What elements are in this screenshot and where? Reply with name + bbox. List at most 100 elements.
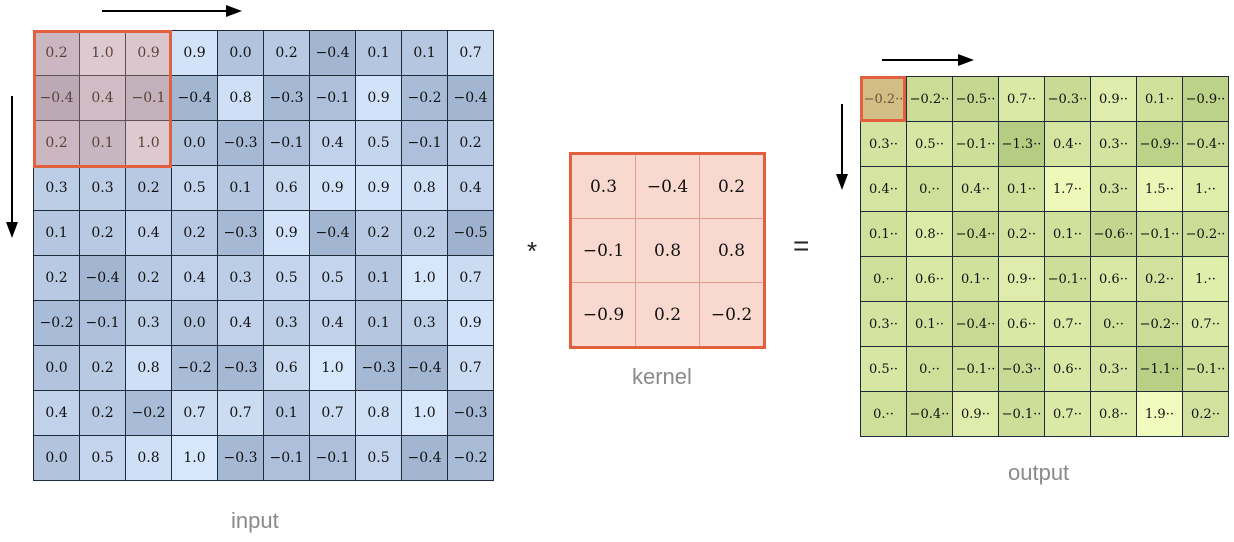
output-cell: 0.1·· [1044, 211, 1091, 257]
input-cell: 0.0 [171, 120, 218, 166]
output-cell: 0.4·· [952, 166, 999, 212]
output-cell: −1.3·· [998, 121, 1045, 167]
input-cell: −0.3 [447, 390, 494, 436]
input-cell: −0.2 [125, 390, 172, 436]
output-cell: 0.2·· [998, 211, 1045, 257]
output-cell: 0.1·· [952, 256, 999, 302]
input-cell: 0.4 [171, 255, 218, 301]
output-cell: −0.2·· [906, 76, 953, 122]
kernel-label: kernel [632, 364, 692, 389]
input-cell: −0.4 [309, 210, 356, 256]
input-cell: 0.7 [447, 255, 494, 301]
input-cell: −0.3 [355, 345, 402, 391]
output-row: 0.3··0.1··−0.4··0.6··0.7··0.··−0.2··0.7·… [860, 301, 1229, 347]
input-cell: 0.2 [447, 120, 494, 166]
input-cell: 0.1 [217, 165, 264, 211]
input-cell: −0.3 [217, 120, 264, 166]
input-cell: 0.2 [263, 30, 310, 76]
kernel-cell: 0.2 [635, 282, 700, 348]
input-cell: 0.9 [355, 75, 402, 121]
input-cell: 0.7 [447, 30, 494, 76]
output-cell: 0.5·· [906, 121, 953, 167]
input-cell: 0.5 [309, 255, 356, 301]
input-cell: 0.2 [79, 390, 126, 436]
output-cell: 0.6·· [1090, 256, 1137, 302]
input-cell: −0.1 [309, 75, 356, 121]
output-cell: 0.·· [860, 256, 907, 302]
input-cell: 0.0 [33, 435, 80, 481]
input-cell: −0.1 [79, 300, 126, 346]
output-cell: 0.6·· [998, 301, 1045, 347]
output-cell: −0.4·· [906, 391, 953, 437]
input-cell: 0.5 [355, 435, 402, 481]
input-cell: 0.6 [263, 165, 310, 211]
input-cell: 0.2 [33, 30, 80, 76]
input-cell: −0.2 [33, 300, 80, 346]
input-cell: 0.2 [33, 120, 80, 166]
kernel-cell: −0.2 [699, 282, 765, 348]
input-cell: 0.6 [263, 345, 310, 391]
output-cell: −0.9·· [1136, 121, 1183, 167]
input-cell: 0.8 [217, 75, 264, 121]
arrow-down-icon [836, 104, 848, 190]
input-cell: 0.1 [33, 210, 80, 256]
arrow-right-icon [102, 5, 242, 17]
output-cell: 1.5·· [1136, 166, 1183, 212]
convolution-operator: * [527, 236, 538, 266]
output-cell: −0.2·· [860, 76, 907, 122]
input-cell: 0.7 [309, 390, 356, 436]
output-cell: 0.9·· [1090, 76, 1137, 122]
input-cell: −0.1 [263, 435, 310, 481]
input-cell: −0.4 [401, 345, 448, 391]
input-cell: −0.1 [309, 435, 356, 481]
output-cell: 0.6·· [1044, 346, 1091, 392]
output-row: 0.3··0.5··−0.1··−1.3··0.4··0.3··−0.9··−0… [860, 121, 1229, 167]
output-cell: 0.3·· [860, 121, 907, 167]
output-cell: 0.6·· [906, 256, 953, 302]
output-cell: 0.2·· [1136, 256, 1183, 302]
input-cell: 0.1 [79, 120, 126, 166]
input-cell: −0.1 [401, 120, 448, 166]
input-cell: 0.4 [309, 120, 356, 166]
input-cell: 1.0 [125, 120, 172, 166]
output-cell: 0.8·· [906, 211, 953, 257]
output-row: 0.1··0.8··−0.4··0.2··0.1··−0.6··−0.1··−0… [860, 211, 1229, 257]
input-cell: −0.2 [447, 435, 494, 481]
input-cell: 0.0 [171, 300, 218, 346]
input-cell: 0.9 [171, 30, 218, 76]
output-label: output [1008, 460, 1070, 485]
input-cell: 0.3 [79, 165, 126, 211]
output-row: 0.··0.6··0.1··0.9··−0.1··0.6··0.2··1.·· [860, 256, 1229, 302]
output-cell: 0.3·· [1090, 346, 1137, 392]
input-cell: −0.3 [217, 210, 264, 256]
input-cell: 0.4 [309, 300, 356, 346]
output-cell: 0.3·· [1090, 121, 1137, 167]
input-cell: 0.8 [125, 435, 172, 481]
output-cell: −0.9·· [1182, 76, 1229, 122]
input-cell: 0.7 [217, 390, 264, 436]
input-cell: −0.2 [171, 345, 218, 391]
output-cell: 0.4·· [860, 166, 907, 212]
input-cell: 0.1 [401, 30, 448, 76]
input-cell: −0.4 [79, 255, 126, 301]
output-cell: −0.3·· [998, 346, 1045, 392]
output-cell: 0.·· [906, 166, 953, 212]
output-cell: 0.7·· [1044, 391, 1091, 437]
input-cell: 0.3 [33, 165, 80, 211]
input-cell: 0.9 [263, 210, 310, 256]
input-cell: −0.2 [401, 75, 448, 121]
kernel-cell: 0.8 [635, 218, 700, 283]
output-cell: −0.1·· [998, 391, 1045, 437]
output-cell: 0.8·· [1090, 391, 1137, 437]
output-cell: 0.1·· [860, 211, 907, 257]
input-cell: 0.2 [401, 210, 448, 256]
